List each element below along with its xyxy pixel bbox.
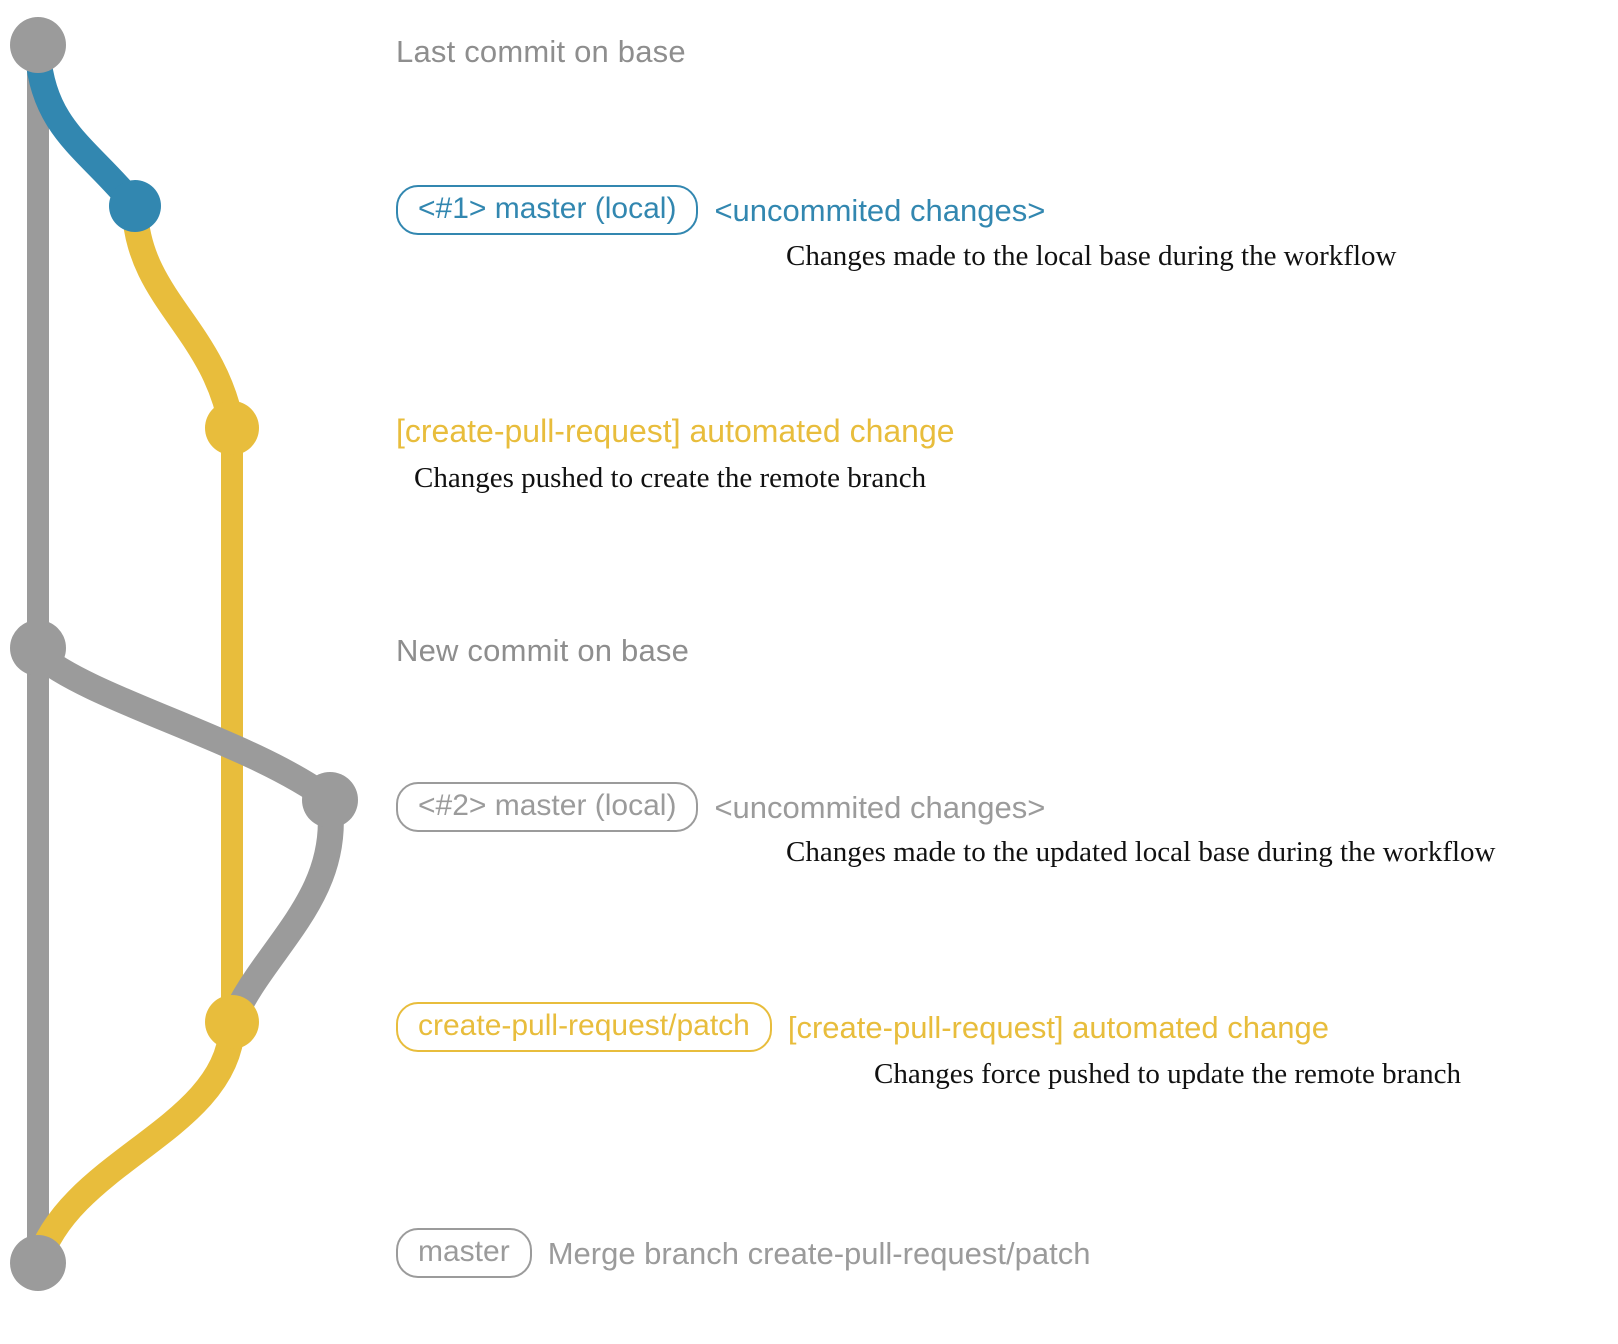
commit-node-base-last[interactable]	[10, 17, 66, 73]
commit-node-local-1[interactable]	[109, 180, 161, 232]
branch-badge-local-1[interactable]: <#1> master (local)	[396, 185, 699, 235]
patch-merge-line	[25, 1015, 245, 1276]
row-last-commit-on-base: Last commit on base	[396, 34, 686, 70]
row-merge: master Merge branch create-pull-request/…	[396, 1228, 1090, 1278]
patch-branch-line-upper	[122, 199, 245, 441]
description-patch-1: Changes pushed to create the remote bran…	[414, 462, 927, 494]
heading-last-commit-on-base: Last commit on base	[396, 34, 686, 69]
heading-new-commit-on-base: New commit on base	[396, 633, 690, 668]
description-patch-2: Changes force pushed to update the remot…	[874, 1058, 1462, 1090]
row-local-2: <#2> master (local) <uncommited changes>	[396, 782, 1045, 832]
branch-badge-master[interactable]: master	[396, 1228, 532, 1278]
commit-title-patch-2: [create-pull-request] automated change	[787, 1009, 1329, 1045]
commit-title-patch-1: [create-pull-request] automated change	[396, 413, 955, 449]
description-local-1: Changes made to the local base during th…	[786, 240, 1397, 272]
git-graph	[10, 17, 358, 1291]
updated-local-branch-line	[25, 641, 343, 813]
branch-badge-patch-2[interactable]: create-pull-request/patch	[396, 1002, 772, 1052]
row-local-1: <#1> master (local) <uncommited changes>	[396, 185, 1045, 235]
commit-node-local-2[interactable]	[302, 772, 358, 828]
commit-title-local-2: <uncommited changes>	[714, 789, 1046, 825]
description-local-2: Changes made to the updated local base d…	[786, 836, 1496, 868]
row-patch-2: create-pull-request/patch [create-pull-r…	[396, 1002, 1329, 1052]
commit-node-merge[interactable]	[10, 1235, 66, 1291]
commit-title-merge: Merge branch create-pull-request/patch	[547, 1235, 1091, 1271]
branch-badge-local-2[interactable]: <#2> master (local)	[396, 782, 699, 832]
row-new-commit-on-base: New commit on base	[396, 633, 689, 669]
updated-local-merge-line	[219, 793, 344, 1035]
commit-title-local-1: <uncommited changes>	[714, 192, 1046, 228]
commit-node-base-new[interactable]	[10, 620, 66, 676]
commit-node-patch-1[interactable]	[205, 401, 259, 455]
commit-node-patch-2[interactable]	[205, 995, 259, 1049]
